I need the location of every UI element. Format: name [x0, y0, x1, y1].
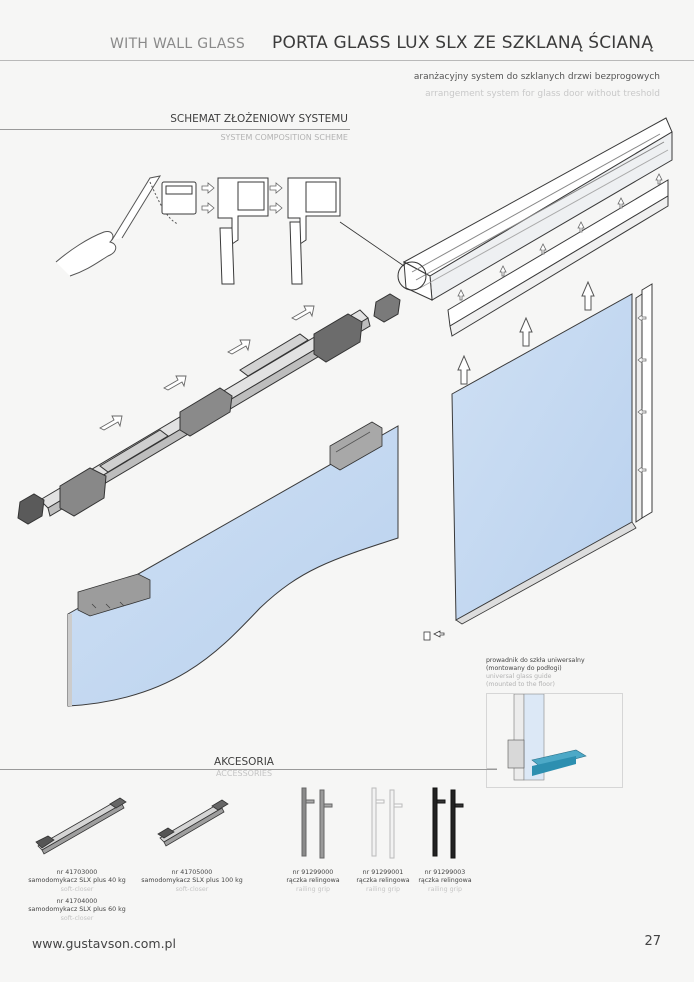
accessory-caption-41704000: nr 41704000 samodomykacz SLX plus 60 kg … [22, 898, 132, 923]
header-divider [0, 60, 694, 61]
glass-clamp-left [77, 573, 151, 617]
cover-strip [447, 179, 669, 337]
railing-grip-black-image [432, 787, 464, 859]
accessory-name: rączka relingowa [286, 877, 340, 885]
diagonal-arrow-icons [99, 305, 315, 431]
accessory-name: rączka relingowa [418, 877, 472, 885]
profile-section-3 [287, 177, 341, 285]
arrow-right-icon [201, 182, 283, 214]
up-arrow-icons [457, 173, 663, 301]
accessories-subtitle: ACCESSORIES [215, 769, 273, 778]
carriage-assembly [17, 293, 401, 525]
accessory-en: railing grip [427, 885, 463, 893]
detail-circle [397, 261, 427, 291]
fixed-glass-panel [451, 293, 637, 625]
accessories-title: AKCESORIA [214, 756, 274, 768]
sliding-glass-door [67, 425, 399, 707]
accessory-en: railing grip [295, 885, 331, 893]
page-number: 27 [644, 934, 661, 949]
accessory-caption-91299000: nr 91299000 rączka relingowa railing gri… [278, 869, 348, 894]
scheme-title: SCHEMAT ZŁOŻENIOWY SYSTEMU [170, 113, 348, 125]
page-title: PORTA GLASS LUX SLX ZE SZKLANĄ ŚCIANĄ [272, 33, 654, 53]
subtitle-pl: aranżacyjny system do szklanych drzwi be… [413, 72, 660, 82]
left-arrow-icons [637, 314, 647, 474]
accessory-name: samodomykacz SLX plus 40 kg [28, 877, 126, 885]
accessory-caption-91299003: nr 91299003 rączka relingowa railing gri… [410, 869, 480, 894]
guide-label-line3: universal glass guide [486, 673, 552, 680]
accessory-caption-41703000: nr 41703000 samodomykacz SLX plus 40 kg … [22, 869, 132, 894]
header-left-title: WITH WALL GLASS [110, 36, 246, 52]
subtitle-en: arrangement system for glass door withou… [425, 89, 660, 99]
accessory-name: samodomykacz SLX plus 100 kg [141, 877, 243, 885]
soft-closer-100-image [157, 799, 229, 847]
profile-section-2 [217, 177, 269, 285]
accessory-nr: nr 91299000 [292, 869, 334, 876]
accessory-nr: nr 41703000 [56, 869, 98, 876]
wall-profile [635, 283, 653, 523]
large-up-arrow-icons [457, 280, 595, 385]
accessory-en: railing grip [365, 885, 401, 893]
top-track-profile [402, 117, 673, 301]
guide-detail-frame [486, 693, 623, 788]
accessory-nr: nr 91299003 [424, 869, 466, 876]
accessory-caption-41705000: nr 41705000 samodomykacz SLX plus 100 kg… [134, 869, 250, 894]
railing-grip-white-image [371, 787, 403, 859]
accessory-en: soft-closer [175, 885, 209, 893]
glass-clamp-right [329, 421, 383, 471]
hand-tool-icon [55, 175, 179, 277]
accessory-nr: nr 41704000 [56, 898, 98, 905]
accessories-divider [0, 769, 497, 770]
guide-label-pl: prowadnik do szkła uniwersalny (montowan… [486, 657, 585, 673]
profile-section-1 [161, 181, 197, 215]
footer-website-link[interactable]: www.gustavson.com.pl [32, 936, 176, 951]
floor-guide-small [423, 630, 445, 641]
guide-label-en: universal glass guide (mounted to the fl… [486, 673, 555, 689]
accessory-caption-91299001: nr 91299001 rączka relingowa railing gri… [348, 869, 418, 894]
scheme-subtitle: SYSTEM COMPOSITION SCHEME [220, 133, 348, 142]
scheme-divider [0, 129, 350, 130]
guide-label-line1: prowadnik do szkła uniwersalny [486, 657, 585, 664]
accessory-en: soft-closer [60, 885, 94, 893]
guide-label-line2: (montowany do podłogi) [486, 665, 562, 672]
railing-grip-steel-image [301, 787, 333, 859]
accessory-nr: nr 41705000 [171, 869, 213, 876]
soft-closer-40-60-image [35, 797, 127, 855]
accessory-en: soft-closer [60, 914, 94, 922]
accessory-name: samodomykacz SLX plus 60 kg [28, 906, 126, 914]
guide-label-line4: (mounted to the floor) [486, 681, 555, 688]
floor-guide-detail [507, 693, 587, 781]
accessory-nr: nr 91299001 [362, 869, 404, 876]
callout-line [339, 221, 405, 267]
accessory-name: rączka relingowa [356, 877, 410, 885]
